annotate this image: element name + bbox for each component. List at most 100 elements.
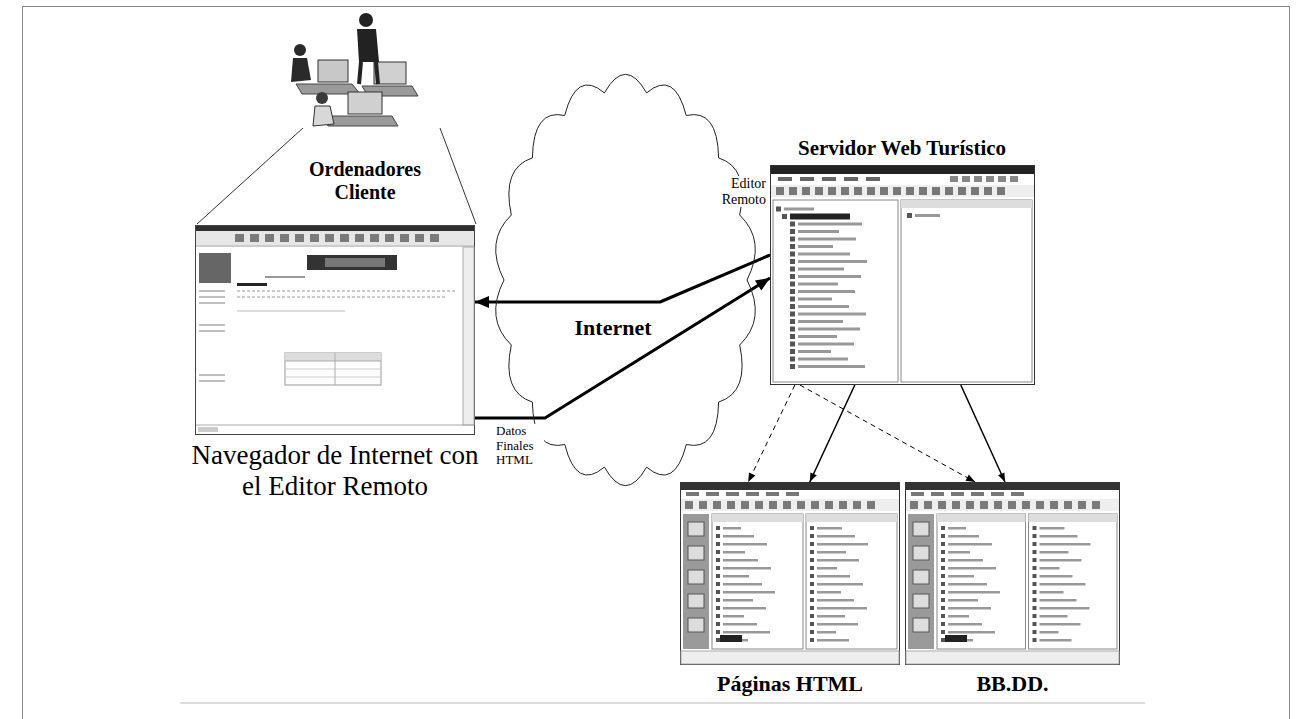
drawing-rect (773, 200, 898, 382)
drawing-rect (798, 260, 867, 263)
drawing-rect (1040, 567, 1060, 570)
drawing-rect (810, 550, 814, 554)
drawing-rect (716, 534, 720, 538)
drawing-rect (723, 535, 754, 538)
drawing-line (199, 302, 225, 304)
drawing-rect (769, 501, 777, 509)
outer-border (23, 7, 1290, 719)
drawing-rect (880, 187, 888, 195)
drawing-rect (712, 514, 803, 649)
drawing-line (199, 374, 225, 376)
drawing-rect (950, 176, 958, 182)
html-pages-screenshot-picture (680, 482, 900, 665)
drawing-rect (810, 590, 814, 594)
drawing-rect (817, 591, 841, 594)
drawing-rect (237, 283, 267, 286)
drawing-rect (806, 514, 897, 522)
drawing-rect (941, 598, 945, 602)
drawing-rect (789, 187, 797, 195)
person-legs (359, 62, 378, 84)
drawing-rect (798, 238, 856, 241)
drawing-rect (810, 598, 814, 602)
drawing-rect (463, 247, 474, 425)
drawing-rect (716, 590, 720, 594)
connector-arrow (810, 385, 855, 482)
drawing-rect (307, 255, 397, 270)
drawing-rect (716, 622, 720, 626)
drawing-rect (1010, 176, 1018, 182)
drawing-rect (776, 207, 781, 212)
drawing-rect (841, 187, 849, 195)
drawing-rect (1040, 591, 1064, 594)
arrow-head (755, 278, 770, 291)
drawing-rect (720, 635, 742, 642)
drawing-rect (911, 492, 924, 496)
drawing-rect (901, 200, 1032, 382)
drawing-rect (798, 320, 843, 323)
drawing-rect (285, 353, 381, 361)
drawing-rect (681, 483, 899, 490)
drawing-rect (817, 583, 863, 586)
drawing-rect (798, 223, 862, 226)
drawing-rect (790, 327, 795, 332)
drawing-line (335, 353, 336, 385)
drawing-rect (1033, 590, 1037, 594)
drawing-rect (810, 622, 814, 626)
drawing-rect (741, 501, 749, 509)
drawing-rect (906, 483, 1120, 665)
drawing-rect (991, 492, 1004, 496)
drawing-rect (941, 638, 945, 642)
drawing-rect (948, 607, 991, 610)
drawing-rect (790, 282, 795, 287)
drawing-rect (681, 499, 899, 511)
drawing-rect (199, 253, 231, 283)
drawing-rect (310, 234, 319, 242)
drawing-rect (1040, 639, 1072, 642)
drawing-rect (810, 582, 814, 586)
drawing-rect (966, 501, 974, 509)
drawing-rect (906, 499, 1119, 511)
drawing-rect (706, 492, 719, 496)
drawing-rect (798, 298, 832, 301)
drawing-rect (913, 546, 929, 560)
drawing-rect (798, 365, 865, 368)
monitor (318, 60, 348, 82)
drawing-rect (817, 551, 846, 554)
drawing-rect (1040, 535, 1078, 538)
drawing-rect (1040, 527, 1065, 530)
drawing-rect (723, 543, 767, 546)
drawing-rect (716, 550, 720, 554)
drawing-rect (688, 570, 704, 584)
drawing-rect (790, 349, 795, 354)
connector-line (961, 385, 1005, 482)
drawing-rect (913, 570, 929, 584)
connector-line (800, 385, 975, 482)
drawing-rect (941, 534, 945, 538)
drawing-rect (800, 177, 814, 181)
drawing-rect (913, 594, 929, 608)
drawing-rect (941, 622, 945, 626)
drawing-line (285, 361, 381, 362)
drawing-rect (817, 631, 836, 634)
drawing-rect (958, 187, 966, 195)
drawing-rect (1040, 543, 1091, 546)
drawing-rect (790, 244, 795, 249)
drawing-rect (919, 187, 927, 195)
drawing-rect (790, 214, 850, 220)
drawing-rect (948, 583, 987, 586)
browser-screenshot-picture (195, 225, 475, 435)
drawing-rect (908, 514, 934, 649)
drawing-rect (948, 575, 974, 578)
drawing-rect (815, 187, 823, 195)
drawing-rect (235, 234, 244, 242)
drawing-rect (699, 501, 707, 509)
drawing-rect (723, 559, 758, 562)
drawing-rect (1092, 501, 1100, 509)
drawing-rect (984, 187, 992, 195)
drawing-rect (828, 187, 836, 195)
node-title: Servidor Web Turístico (792, 136, 1012, 160)
drawing-rect (853, 501, 861, 509)
html-pages-screenshot: Páginas HTML (680, 482, 900, 665)
drawing-rect (817, 639, 849, 642)
drawing-rect (716, 582, 720, 586)
